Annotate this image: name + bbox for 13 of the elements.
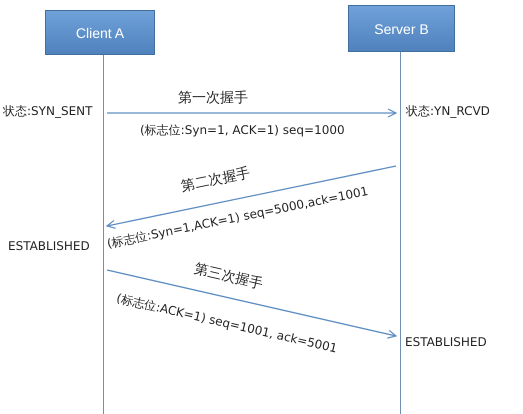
message-fields: (标志位:Syn=1, ACK=1) seq=1000 [140,124,345,138]
state-label: 状态:SYN_SENT [3,105,92,118]
arrow [107,108,397,118]
participant-box: Server B [348,5,455,52]
edge-label: 第三次握手 [192,262,264,293]
participant-box: Client A [45,10,155,55]
state-label: ESTABLISHED [8,240,90,254]
arrow [106,269,397,339]
edge-label: 第二次握手 [180,166,252,195]
arrow [106,165,396,229]
state-label: 状态:YN_RCVD [406,105,490,118]
state-label: ESTABLISHED [405,336,487,350]
edge-label: 第一次握手 [178,91,248,106]
